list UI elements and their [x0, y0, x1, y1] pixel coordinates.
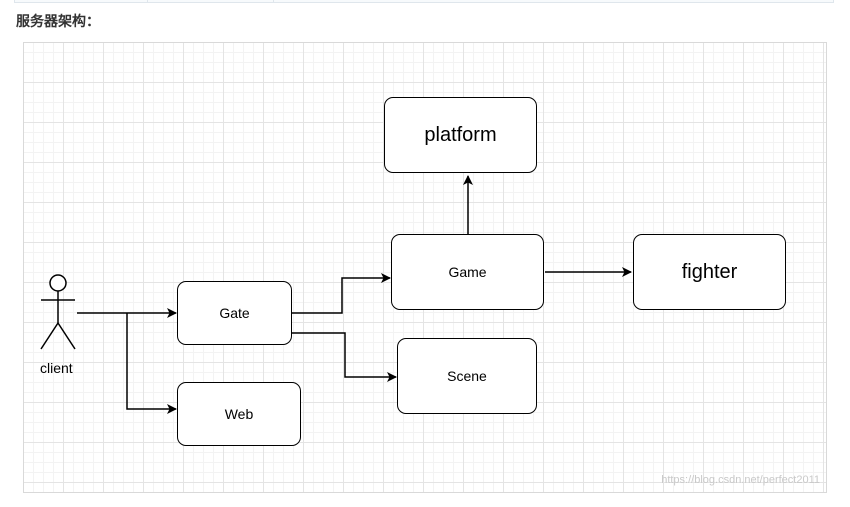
node-web: Web: [177, 382, 301, 446]
node-scene-label: Scene: [447, 368, 487, 384]
node-fighter-label: fighter: [681, 260, 738, 283]
node-platform: platform: [384, 97, 537, 173]
node-gate-label: Gate: [219, 305, 250, 321]
table-column-divider: [147, 0, 148, 3]
node-game: Game: [391, 234, 544, 310]
node-scene: Scene: [397, 338, 537, 414]
node-fighter: fighter: [633, 234, 786, 310]
client-actor-icon: [40, 274, 76, 350]
architecture-diagram: client Gate Web Game Scene platform figh…: [23, 42, 827, 493]
edge-gate-game: [292, 273, 391, 314]
table-bottom-edge: [14, 0, 834, 3]
node-web-label: Web: [224, 406, 254, 422]
table-column-divider: [273, 0, 274, 3]
node-gate: Gate: [177, 281, 292, 345]
edge-gate-scene: [292, 332, 397, 382]
section-heading: 服务器架构：: [16, 14, 100, 30]
diagram-connectors: [40, 175, 632, 414]
node-platform-label: platform: [424, 123, 497, 146]
node-game-label: Game: [448, 264, 487, 280]
watermark: https://blog.csdn.net/perfect2011: [661, 474, 820, 486]
edge-client-web: [126, 313, 177, 414]
client-label: client: [40, 360, 73, 376]
